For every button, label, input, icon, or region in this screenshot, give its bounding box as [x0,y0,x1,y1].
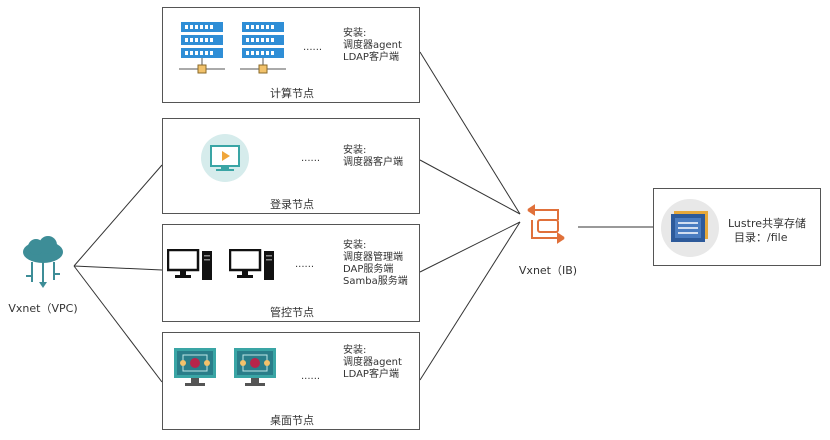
vpc-label: Vxnet（VPC) [8,302,78,315]
install-label: 安装: [343,28,367,39]
storage-icon [661,199,719,257]
control-ib-line [419,221,521,273]
monitor-play-icon [201,134,249,182]
install-item: 调度器agent [343,357,402,368]
workstation-icon [167,249,212,280]
ib-network-icon [527,204,565,244]
install-label: 安装: [343,145,367,156]
install-item: DAP服务端 [343,264,394,275]
install-item: 调度器agent [343,40,402,51]
vpc-desktop-line [73,265,163,383]
desktop-monitor-icon [174,348,216,386]
install-item: 调度器管理端 [343,252,403,263]
control-node-box: ...... 安装: 调度器管理端 DAP服务端 Samba服务端 管控节点 [162,224,420,322]
server-rack-icon [179,22,225,74]
vpc-control-line [73,265,163,271]
node-title: 管控节点 [270,306,314,319]
storage-dir: 目录：/file [734,231,788,244]
desktop-monitor-icon [234,348,276,386]
desktop-ib-line [419,221,521,381]
vpc-login-line [73,164,163,267]
ellipsis: ...... [303,42,323,53]
install-item: Samba服务端 [343,276,408,287]
install-item: LDAP客户端 [343,369,399,380]
install-item: 调度器客户端 [343,157,403,168]
node-title: 计算节点 [270,87,314,100]
ellipsis: ...... [301,153,321,164]
desktop-node-box: ...... 安装: 调度器agent LDAP客户端 桌面节点 [162,332,420,430]
install-label: 安装: [343,345,367,356]
ellipsis: ...... [301,371,321,382]
cloud-network-icon [23,236,63,288]
workstation-icon [229,249,274,280]
server-rack-icon [240,22,286,74]
install-label: 安装: [343,240,367,251]
login-ib-line [419,159,521,215]
compute-ib-line [419,51,521,215]
ib-label: Vxnet（IB) [518,264,578,277]
login-node-box: ...... 安装: 调度器客户端 登录节点 [162,118,420,214]
ellipsis: ...... [295,259,315,270]
compute-node-box: ...... 安装: 调度器agent LDAP客户端 计算节点 [162,7,420,103]
node-title: 桌面节点 [270,414,314,427]
node-title: 登录节点 [270,198,314,211]
storage-box: Lustre共享存储 目录：/file [653,188,821,266]
storage-title: Lustre共享存储 [728,217,806,230]
install-item: LDAP客户端 [343,52,399,63]
